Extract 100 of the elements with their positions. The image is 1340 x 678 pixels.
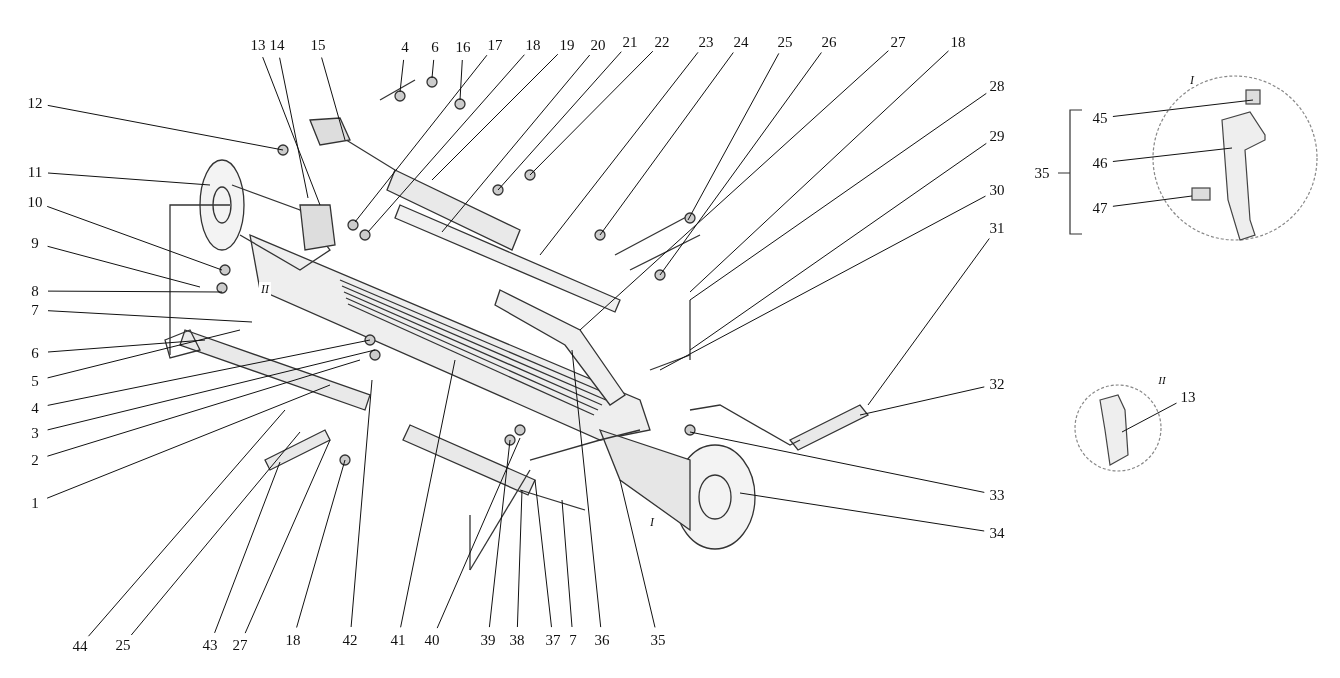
leader-line <box>46 384 331 499</box>
leader-line <box>321 57 346 141</box>
leader-line <box>497 51 622 191</box>
callout-number: 44 <box>72 638 88 654</box>
callout-number: 26 <box>821 34 837 50</box>
leader-line <box>1112 195 1193 207</box>
callout-number: 20 <box>590 37 606 53</box>
callout-number: 6 <box>431 39 439 55</box>
callout-number: 2 <box>31 452 39 468</box>
leader-line <box>561 499 573 628</box>
leader-line <box>1121 402 1177 433</box>
callout-number: 10 <box>27 194 43 210</box>
callout-number: 4 <box>31 400 39 416</box>
callout-number: 18 <box>950 34 966 50</box>
leader-line <box>47 290 223 293</box>
callout-number: 13 <box>1180 389 1196 405</box>
callout-number: 35 <box>1034 165 1050 181</box>
leader-line <box>599 52 734 236</box>
callout-number: 35 <box>650 632 666 648</box>
callout-number: 18 <box>525 37 541 53</box>
leader-line <box>244 439 331 634</box>
callout-number: 16 <box>455 39 471 55</box>
leader-line <box>689 92 987 301</box>
callout-number: 36 <box>594 632 610 648</box>
leader-line <box>859 386 985 416</box>
callout-number: 11 <box>27 164 43 180</box>
leader-line <box>687 52 780 221</box>
leader-line <box>534 479 552 628</box>
callout-number: 27 <box>232 637 248 653</box>
leader-line <box>400 359 456 628</box>
callout-number: 12 <box>27 95 43 111</box>
leader-line <box>659 195 986 371</box>
leader-line <box>659 52 822 276</box>
callout-number: 40 <box>424 632 440 648</box>
callout-number: 21 <box>622 34 638 50</box>
leader-line <box>1112 147 1233 162</box>
leader-line <box>689 431 985 493</box>
leader-line <box>214 461 281 634</box>
callout-number: 30 <box>989 182 1005 198</box>
leader-line <box>571 349 602 628</box>
leader-line <box>689 50 949 293</box>
callout-number: 41 <box>390 632 406 648</box>
leader-line <box>459 59 463 101</box>
leader-line <box>436 437 521 629</box>
callout-number: 22 <box>654 34 670 50</box>
leader-line <box>47 310 253 323</box>
leader-line <box>350 379 373 628</box>
leader-line <box>579 50 889 331</box>
callout-number: 46 <box>1092 155 1108 171</box>
callout-number: 18 <box>285 632 301 648</box>
leader-line <box>867 238 990 406</box>
callout-number: 43 <box>202 637 218 653</box>
callout-number: 6 <box>31 345 39 361</box>
leader-line <box>441 54 591 233</box>
leader-line <box>47 339 371 406</box>
view-label: I <box>648 515 656 529</box>
leader-line <box>488 439 511 628</box>
callout-number: 15 <box>310 37 326 53</box>
leader-line <box>88 409 286 637</box>
callout-number: 25 <box>115 637 131 653</box>
callout-number: 33 <box>989 487 1005 503</box>
callout-number: 17 <box>487 37 503 53</box>
leader-line <box>529 50 654 176</box>
leader-line <box>47 104 284 151</box>
callout-number: 28 <box>989 78 1005 94</box>
callout-number: 1 <box>31 495 39 511</box>
callout-number: 45 <box>1092 110 1108 126</box>
leader-line <box>47 329 241 379</box>
callout-number: 8 <box>31 283 39 299</box>
leader-line <box>739 492 985 532</box>
callout-number: 27 <box>890 34 906 50</box>
callout-number: 37 <box>545 632 561 648</box>
leader-line <box>354 54 488 223</box>
leader-line <box>262 56 321 206</box>
callout-number: 5 <box>31 373 39 389</box>
leader-line <box>367 54 525 233</box>
callout-number: 39 <box>480 632 496 648</box>
leader-line <box>399 59 405 93</box>
leader-line <box>539 51 699 256</box>
leader-line <box>46 205 223 271</box>
leader-line <box>47 339 206 353</box>
callout-number: 7 <box>569 632 577 648</box>
callout-number: 25 <box>777 34 793 50</box>
leader-line <box>516 489 523 628</box>
leader-line <box>130 431 301 636</box>
leader-line <box>431 53 559 181</box>
view-label: II <box>259 282 271 296</box>
leader-line <box>296 459 346 628</box>
callout-number: 9 <box>31 235 39 251</box>
callout-number: 38 <box>509 632 525 648</box>
callout-number: 29 <box>989 128 1005 144</box>
leader-line <box>689 142 987 351</box>
callout-number: 4 <box>401 39 409 55</box>
callout-number: 42 <box>342 632 358 648</box>
leader-line <box>431 59 435 79</box>
callout-number: 32 <box>989 376 1005 392</box>
leader-line <box>47 172 211 186</box>
callout-number: 7 <box>31 302 39 318</box>
leader-line <box>1112 99 1254 117</box>
callout-number: 24 <box>733 34 749 50</box>
